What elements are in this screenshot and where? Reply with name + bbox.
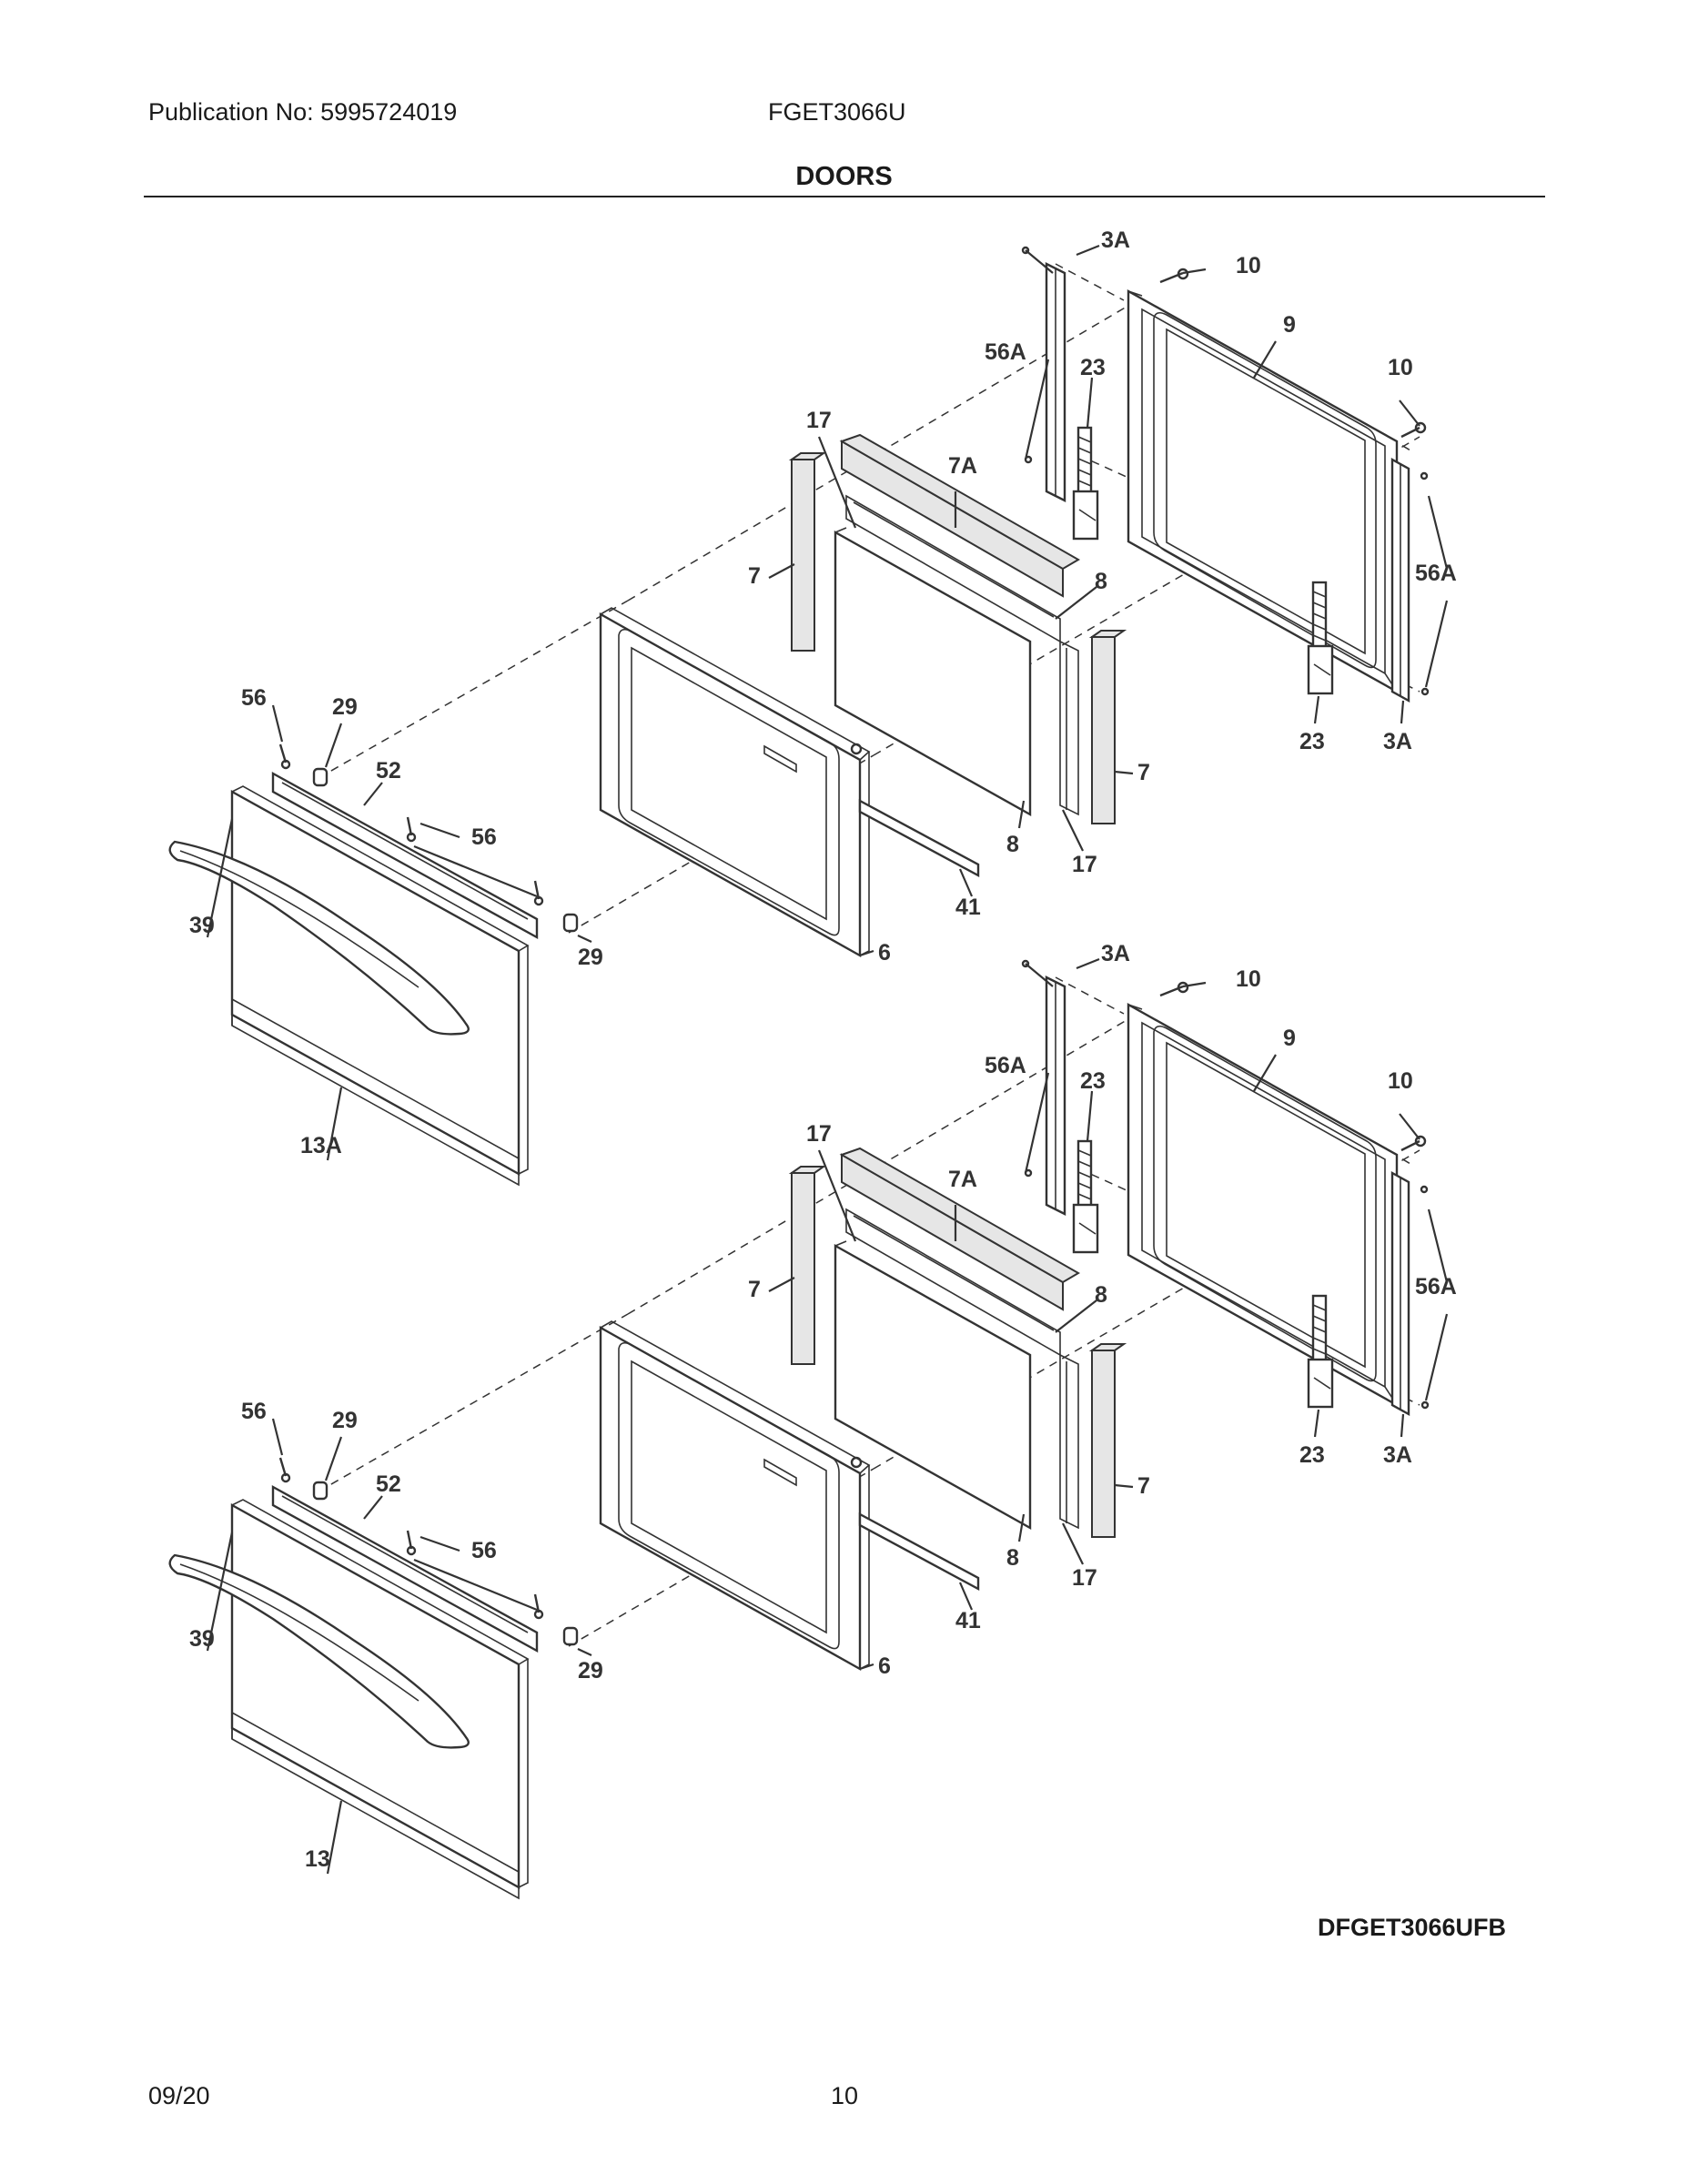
callout-3a-bottom: 3A [1383,729,1412,754]
header-divider [144,196,1545,197]
callout-56a-right: 56A [1415,1274,1457,1299]
page-title: DOORS [795,162,893,191]
footer-date: 09/20 [148,2082,210,2109]
callout-23-top: 23 [1080,355,1106,380]
callout-10-top: 10 [1236,966,1261,992]
callouts-upper: 3A 10 9 10 56A 23 17 7A 56A 7 8 56 29 52… [189,228,1457,1158]
callout-7-left: 7 [748,563,761,589]
callouts-lower: 3A 10 9 10 56A 23 17 7A 56A 7 8 56 29 52… [189,941,1457,1872]
callout-29-top: 29 [332,1408,358,1433]
callout-56-left: 56 [241,1399,267,1424]
callout-13: 13 [305,1846,330,1872]
callout-3a-top: 3A [1101,941,1130,966]
page-number: 10 [831,2082,859,2109]
callout-52: 52 [376,1471,401,1497]
callout-52: 52 [376,758,401,784]
callout-10-right: 10 [1388,355,1413,380]
callout-29-bottom: 29 [578,1658,603,1684]
callout-41: 41 [955,1608,981,1633]
callout-8-bottom: 8 [1006,832,1019,857]
callout-10-top: 10 [1236,253,1261,278]
callout-23-bottom: 23 [1299,729,1325,754]
callout-39: 39 [189,1626,215,1652]
callout-23-top: 23 [1080,1068,1106,1094]
callout-29-bottom: 29 [578,945,603,970]
callout-29-top: 29 [332,694,358,720]
drawing-id: DFGET3066UFB [1318,1914,1507,1941]
callout-7-right: 7 [1137,1473,1150,1499]
callout-8-top: 8 [1095,1282,1107,1308]
callout-17-top: 17 [806,1121,832,1147]
callout-56a-right: 56A [1415,561,1457,586]
callout-17-bottom: 17 [1072,852,1097,877]
model-number: FGET3066U [768,98,906,126]
callout-41: 41 [955,895,981,920]
callout-7-right: 7 [1137,760,1150,785]
callout-10-right: 10 [1388,1068,1413,1094]
callout-7a: 7A [948,453,977,479]
callout-9: 9 [1283,312,1296,338]
callout-8-bottom: 8 [1006,1545,1019,1571]
callout-56-mid: 56 [471,824,497,850]
callout-17-bottom: 17 [1072,1565,1097,1591]
callout-7-left: 7 [748,1277,761,1302]
callout-3a-top: 3A [1101,228,1130,253]
callout-3a-bottom: 3A [1383,1442,1412,1468]
callout-56-mid: 56 [471,1538,497,1563]
callout-9: 9 [1283,1026,1296,1051]
callout-7a: 7A [948,1167,977,1192]
callout-56-left: 56 [241,685,267,711]
callout-17-top: 17 [806,408,832,433]
callout-56a-left: 56A [985,339,1026,365]
publication-number: Publication No: 5995724019 [148,98,458,126]
callout-23-bottom: 23 [1299,1442,1325,1468]
door-assembly-upper [168,244,1449,1187]
callout-13a: 13A [300,1133,342,1158]
callout-8-top: 8 [1095,569,1107,594]
callout-56a-left: 56A [985,1053,1026,1078]
callout-6: 6 [878,940,891,966]
door-assembly-lower [168,957,1449,1900]
callout-6: 6 [878,1653,891,1679]
callout-39: 39 [189,913,215,938]
